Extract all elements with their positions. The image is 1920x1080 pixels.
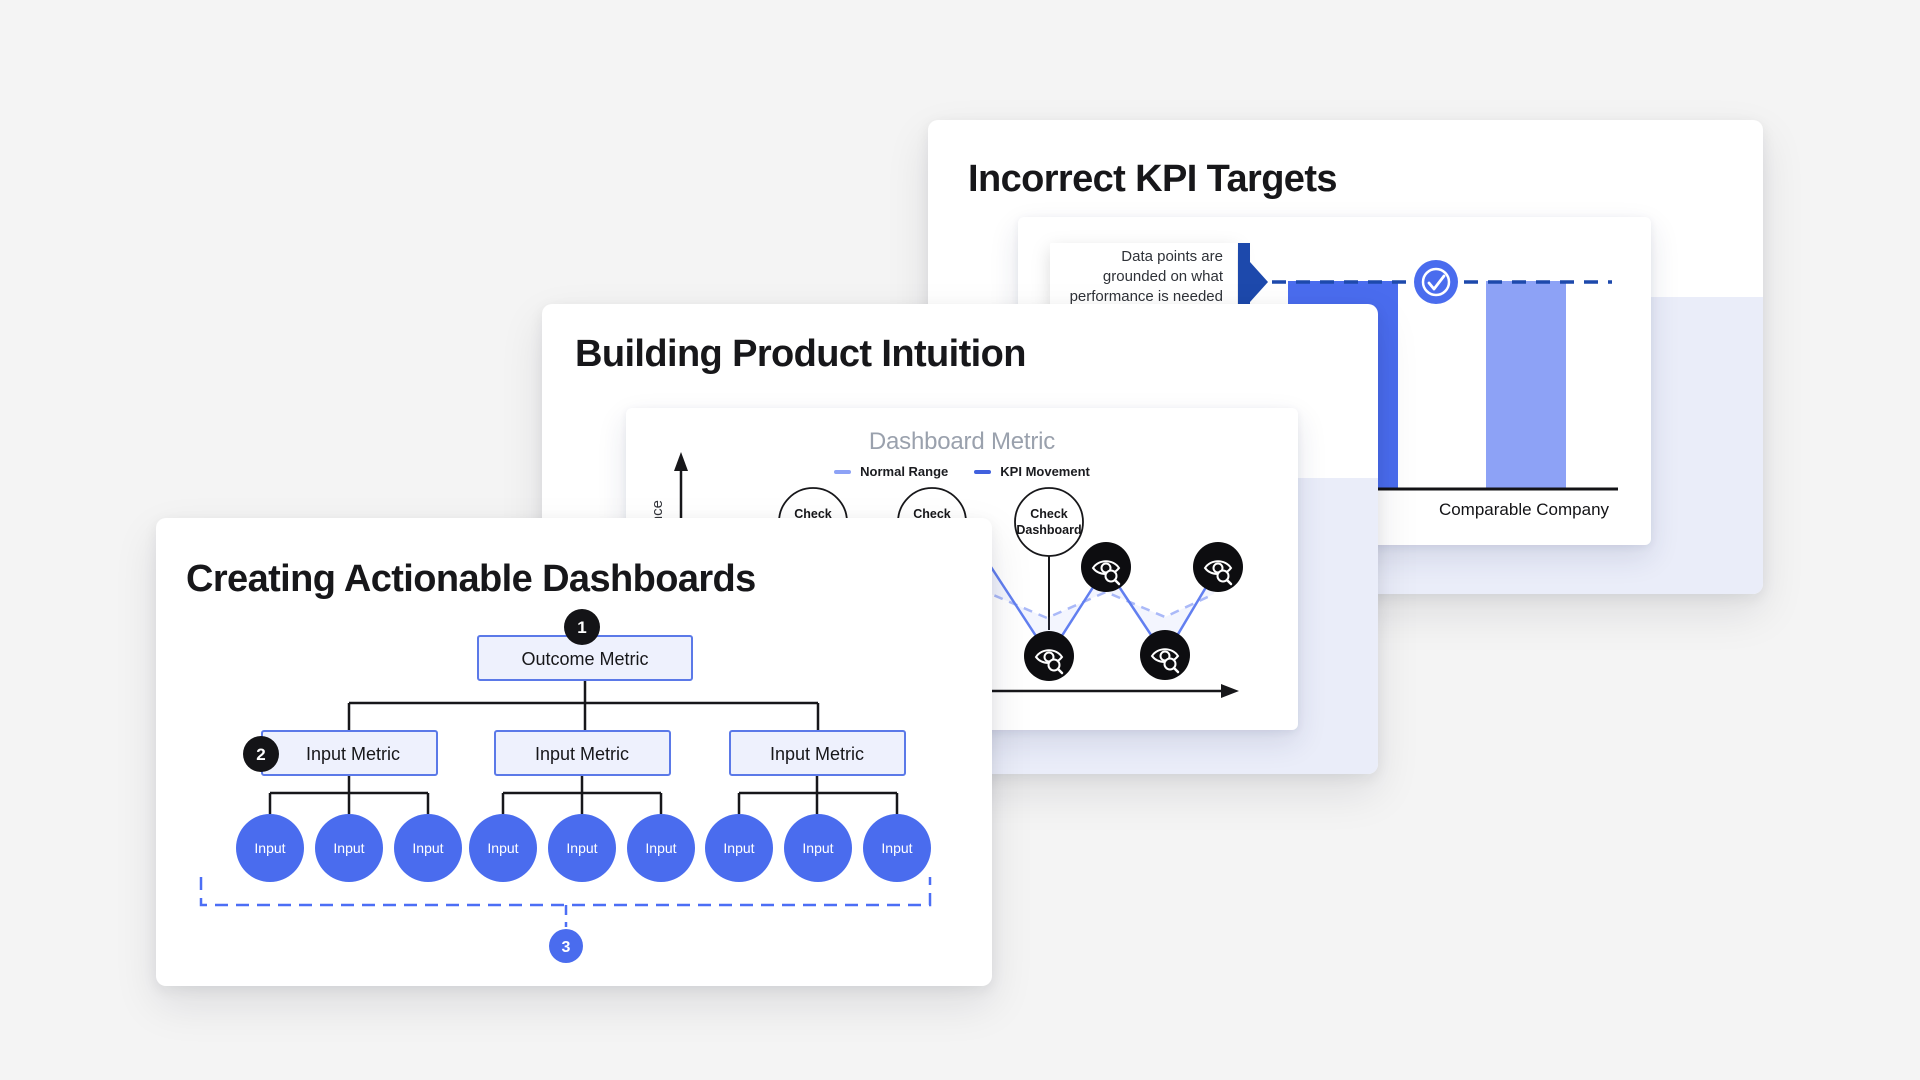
- input-metric-box: [494, 730, 671, 776]
- input-metric-label: Input Metric: [306, 744, 400, 764]
- eye-magnifier-icon: [1193, 542, 1243, 592]
- metric-tree-diagram: Outcome Metric 1 Input Metric Input Metr…: [199, 609, 932, 963]
- input-circle: [627, 814, 695, 882]
- check-node-label: Check: [913, 507, 951, 521]
- annotation-arrow-head: [1250, 262, 1268, 302]
- annotation-line: performance is needed: [1070, 288, 1223, 305]
- input-circle: [394, 814, 462, 882]
- input-circle: [469, 814, 537, 882]
- normal-range-swatch: [834, 469, 852, 474]
- eye-magnifier-icon: [1081, 542, 1131, 592]
- annotation-line: grounded on what: [1103, 268, 1224, 285]
- tree-connector: [737, 775, 899, 814]
- input-circle: [548, 814, 616, 882]
- outcome-metric-label: Outcome Metric: [521, 649, 648, 669]
- x-axis-arrow: [1221, 684, 1239, 698]
- slide-title-actionable-dashboards: Creating Actionable Dashboards: [186, 558, 756, 600]
- step-badge-3-label: 3: [562, 939, 571, 956]
- input-circle-label: Input: [487, 840, 518, 856]
- input-circle-label: Input: [881, 840, 912, 856]
- legend-item-kpi-movement: KPI Movement: [974, 464, 1090, 479]
- step-badge-1: 1: [564, 609, 600, 645]
- range-fill: [817, 567, 1218, 656]
- y-axis-arrow: [674, 452, 688, 471]
- step-badge-2: 2: [243, 736, 279, 772]
- tree-connector: [347, 680, 820, 731]
- kpi-movement-swatch: [974, 469, 992, 474]
- input-circle: [784, 814, 852, 882]
- check-node-label: Check: [794, 507, 832, 521]
- input-metric-box: [729, 730, 906, 776]
- input-circle: [236, 814, 304, 882]
- eye-magnifier-icon: [1140, 630, 1190, 680]
- legend-label: KPI Movement: [1000, 464, 1090, 479]
- slide-title-kpi-targets: Incorrect KPI Targets: [968, 158, 1338, 200]
- step-badge-2-label: 2: [256, 745, 265, 764]
- step-badge-3: 3: [549, 929, 583, 963]
- input-leaf-nodes: Input Input Input Input Input Input Inpu…: [236, 814, 931, 882]
- input-circle: [705, 814, 773, 882]
- annotation-line: Data points are: [1121, 248, 1223, 265]
- bar-category-label: Comparable Company: [1439, 500, 1610, 519]
- input-circle: [863, 814, 931, 882]
- input-circle-label: Input: [254, 840, 285, 856]
- check-node-label: Dashboard: [1016, 523, 1081, 537]
- input-circle-label: Input: [645, 840, 676, 856]
- input-metric-label: Input Metric: [770, 744, 864, 764]
- input-metric-label: Input Metric: [535, 744, 629, 764]
- input-circle-label: Input: [802, 840, 833, 856]
- chart-title: Dashboard Metric: [868, 428, 1056, 455]
- input-circle-label: Input: [333, 840, 364, 856]
- input-circle-label: Input: [723, 840, 754, 856]
- slide-title-product-intuition: Building Product Intuition: [575, 333, 1026, 375]
- check-dashboard-node: Check Dashboard: [1014, 487, 1084, 557]
- step-badge-1-label: 1: [577, 618, 586, 637]
- chart-legend: Normal Range KPI Movement: [626, 464, 1298, 479]
- check-badge-icon: [1414, 260, 1458, 304]
- kpi-bar-comparable-company: [1486, 281, 1566, 489]
- tree-connector: [268, 775, 430, 814]
- legend-label: Normal Range: [860, 464, 949, 479]
- slide-card-actionable-dashboards: Creating Actionable Dashboards Outcome M…: [156, 518, 992, 986]
- eye-magnifier-icon: [1024, 631, 1074, 681]
- legend-item-normal-range: Normal Range: [834, 464, 948, 479]
- input-circle-label: Input: [412, 840, 443, 856]
- input-circle: [315, 814, 383, 882]
- tree-connector: [501, 775, 663, 814]
- check-node-label: Check: [1030, 507, 1068, 521]
- input-circle-label: Input: [566, 840, 597, 856]
